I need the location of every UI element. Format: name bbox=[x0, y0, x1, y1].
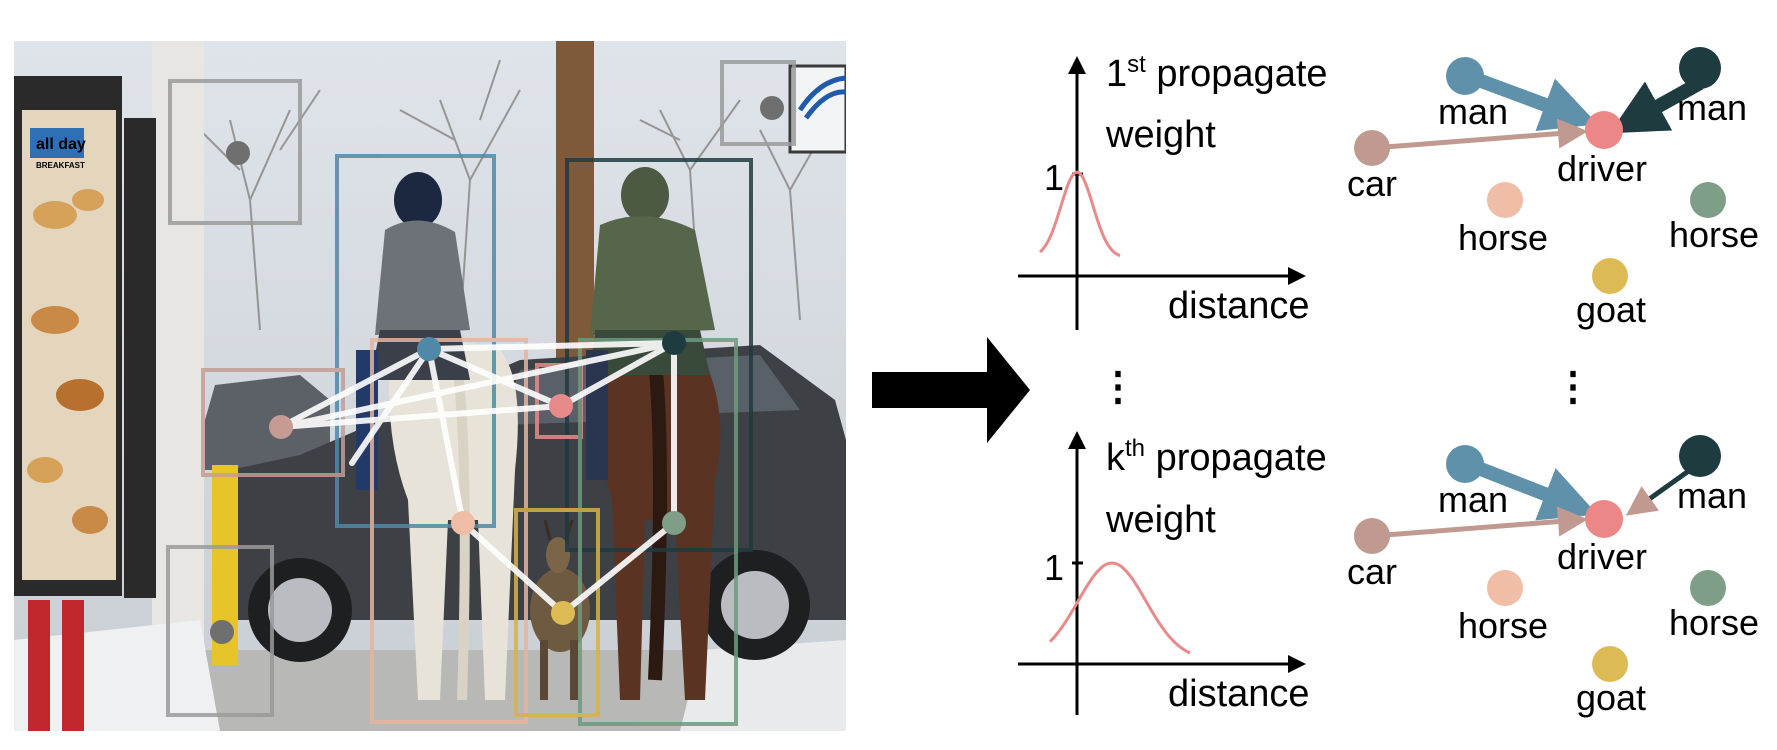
plot-title-line1: 1st propagate bbox=[1106, 51, 1328, 95]
trees bbox=[199, 59, 831, 331]
box-horse-right bbox=[578, 338, 738, 726]
label-horse: horse bbox=[1458, 605, 1548, 646]
label-man: man bbox=[1438, 479, 1508, 520]
bounding-boxes bbox=[166, 60, 796, 726]
red-post bbox=[62, 600, 84, 731]
node-car bbox=[269, 415, 293, 439]
label-driver: driver bbox=[1557, 148, 1647, 189]
car-left bbox=[205, 375, 330, 470]
node-horse bbox=[1487, 182, 1523, 218]
box-goat bbox=[514, 508, 600, 717]
node-man-right bbox=[662, 331, 686, 355]
x-axis-label: distance bbox=[1168, 673, 1310, 715]
node-man bbox=[1679, 435, 1721, 477]
graph-bottom: man man car driver horse horse goat bbox=[1347, 435, 1759, 718]
box-post bbox=[166, 545, 274, 717]
brown-horse bbox=[596, 344, 721, 700]
plot-title-line2: weight bbox=[1105, 499, 1216, 541]
edge-man-to-driver bbox=[1625, 467, 1692, 516]
node-man bbox=[1446, 445, 1484, 483]
edge-man-to-driver bbox=[1470, 459, 1598, 521]
label-horse: horse bbox=[1669, 214, 1759, 255]
label-goat: goat bbox=[1576, 289, 1646, 330]
big-arrow bbox=[872, 337, 1030, 443]
ellipsis-graphs: ⋮ bbox=[1553, 365, 1593, 409]
node-goat bbox=[1592, 258, 1628, 294]
node-post bbox=[210, 620, 234, 644]
scene-graph-edges bbox=[278, 340, 677, 616]
node-horse bbox=[1690, 570, 1726, 606]
box-horse-left bbox=[370, 338, 528, 724]
node-car bbox=[1354, 518, 1390, 554]
sign-subtext: BREAKFAST bbox=[36, 161, 85, 170]
node-driver bbox=[1585, 500, 1623, 538]
wood-pole bbox=[556, 41, 594, 371]
menu-sign: all day BREAKFAST bbox=[14, 76, 156, 598]
node-goat bbox=[1592, 646, 1628, 682]
edge-man-to-driver bbox=[1470, 71, 1598, 132]
scene-photo: all day BREAKFAST bbox=[14, 41, 846, 731]
label-car: car bbox=[1347, 551, 1397, 592]
node-horse bbox=[1690, 182, 1726, 218]
label-man: man bbox=[1438, 91, 1508, 132]
box-sign bbox=[720, 60, 796, 146]
edge-car-to-driver bbox=[1372, 506, 1588, 539]
node-man bbox=[1679, 47, 1721, 89]
ellipsis-plots: ⋮ bbox=[1098, 365, 1138, 409]
box-lamp bbox=[168, 79, 302, 225]
label-horse: horse bbox=[1458, 217, 1548, 258]
node-lamp bbox=[226, 141, 250, 165]
node-horse bbox=[1487, 570, 1523, 606]
label-goat: goat bbox=[1576, 677, 1646, 718]
box-man-right bbox=[565, 158, 753, 552]
snow-right bbox=[680, 640, 846, 731]
weight-curve bbox=[1048, 561, 1191, 655]
y-tick-label: 1 bbox=[1044, 547, 1064, 588]
node-driver bbox=[1585, 111, 1623, 149]
label-man: man bbox=[1677, 87, 1747, 128]
label-horse: horse bbox=[1669, 602, 1759, 643]
node-horse-left bbox=[451, 511, 475, 535]
label-man: man bbox=[1677, 475, 1747, 516]
plot-bottom: 1 kth propagate weight distance bbox=[1018, 431, 1327, 715]
node-horse-right bbox=[662, 511, 686, 535]
plot-title-line1: kth propagate bbox=[1106, 435, 1327, 479]
plot-title-line2: weight bbox=[1105, 114, 1216, 156]
sign-text: all day bbox=[36, 136, 86, 153]
node-man-left bbox=[417, 337, 441, 361]
node-driver bbox=[549, 394, 573, 418]
plot-top: 1 1st propagate weight distance bbox=[1018, 51, 1328, 330]
node-car bbox=[1354, 130, 1390, 166]
weight-curve bbox=[1038, 170, 1121, 258]
graph-top: man man car driver horse horse goat bbox=[1347, 47, 1759, 330]
edge-man-to-driver bbox=[1609, 76, 1704, 134]
white-pillar bbox=[152, 41, 204, 681]
node-man bbox=[1446, 57, 1484, 95]
node-sign bbox=[760, 96, 784, 120]
edge-car-to-driver bbox=[1372, 118, 1588, 151]
node-goat bbox=[551, 601, 575, 625]
tire-sign bbox=[788, 64, 846, 154]
x-axis-label: distance bbox=[1168, 285, 1310, 327]
label-driver: driver bbox=[1557, 536, 1647, 577]
red-post bbox=[28, 600, 50, 731]
label-car: car bbox=[1347, 163, 1397, 204]
y-tick-label: 1 bbox=[1044, 157, 1064, 198]
scene-graph-nodes bbox=[210, 96, 784, 644]
tire-logo bbox=[797, 75, 846, 120]
